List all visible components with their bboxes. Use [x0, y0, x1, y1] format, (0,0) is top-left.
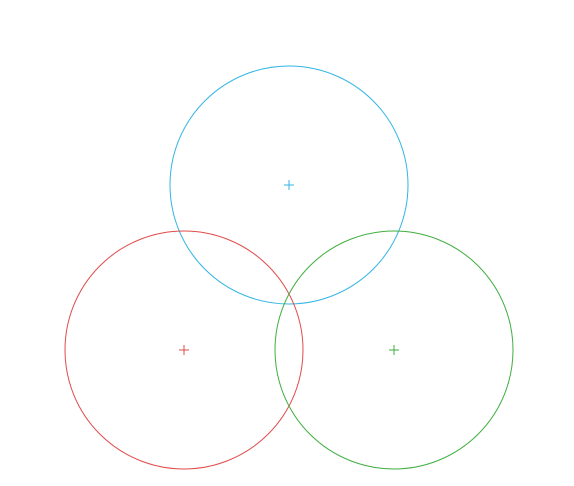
left-circle-outline: [64, 230, 304, 470]
right-circle: [274, 230, 514, 470]
top-circle: [169, 65, 409, 305]
top-circle-outline: [169, 65, 409, 305]
left-circle: [64, 230, 304, 470]
right-circle-outline: [274, 230, 514, 470]
